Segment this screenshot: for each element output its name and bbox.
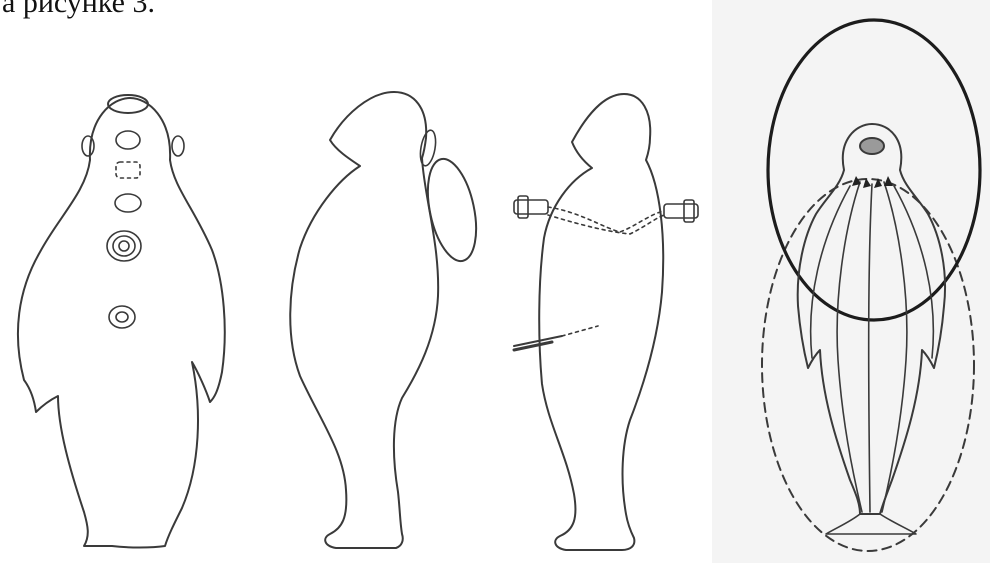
heart-center	[115, 194, 141, 212]
side-body-outline	[290, 92, 438, 548]
right-needle	[664, 200, 698, 222]
lower-center-inner	[116, 312, 128, 322]
field-figure-with-ellipses	[712, 0, 990, 563]
right-needle-handle	[664, 204, 698, 218]
needle-path-upper	[548, 207, 664, 232]
right-ear	[172, 136, 184, 156]
lower-needle-grip	[514, 342, 552, 350]
side-ear	[418, 129, 438, 167]
throat-center	[116, 162, 140, 178]
solar-center-ring-mid	[113, 236, 135, 256]
panel-background	[712, 0, 990, 563]
left-ear	[82, 136, 94, 156]
solar-center-ring-inner	[119, 241, 129, 251]
front-figure-with-centers	[18, 95, 225, 548]
forehead-center	[116, 131, 140, 149]
lower-center-outer	[109, 306, 135, 328]
side-figure-with-oval	[290, 92, 484, 548]
crown-center-hatched	[860, 138, 884, 154]
side-oval-shield	[420, 155, 485, 266]
lower-needle-tip	[562, 326, 598, 336]
left-needle-handle	[514, 200, 548, 214]
left-needle	[514, 196, 548, 218]
side-figure-with-needles	[514, 94, 698, 550]
needle-figure-outline	[539, 94, 663, 550]
